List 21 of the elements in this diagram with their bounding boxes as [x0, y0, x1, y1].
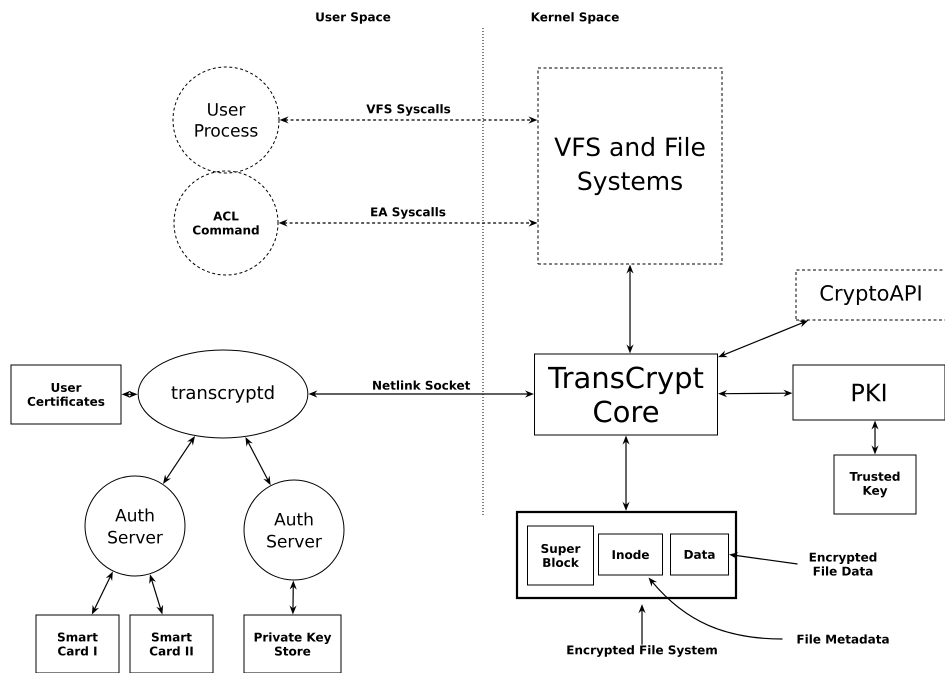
certificate-box: User Certificates [10, 364, 122, 424]
subsystem-box: VFS and File Systems [538, 68, 722, 264]
region-label: Kernel Space [532, 12, 619, 24]
region-label: User Space [316, 12, 390, 24]
file-system-box [516, 510, 738, 600]
annotation-text: Encrypted File Data [810, 552, 876, 576]
caption-text: Encrypted File System [567, 645, 717, 657]
inode-box: Inode [598, 534, 663, 576]
block-box: Super Block [527, 526, 594, 586]
pki-box: PKI [792, 364, 945, 420]
edge-label: EA Syscalls [369, 206, 447, 220]
card-box: Smart Card I [36, 614, 120, 673]
card-box: Smart Card II [130, 614, 214, 673]
edge-label: Netlink Socket [371, 380, 472, 391]
key-box: Trusted Key [834, 454, 916, 514]
data-box: Data [670, 534, 729, 576]
core-box: TransCrypt Core [534, 354, 718, 436]
edge-label: VFS Syscalls [365, 103, 452, 117]
store-box: Private Key Store [244, 614, 342, 673]
annotation-text: File Metadata [798, 634, 889, 644]
api-box: CryptoAPI [796, 270, 945, 320]
